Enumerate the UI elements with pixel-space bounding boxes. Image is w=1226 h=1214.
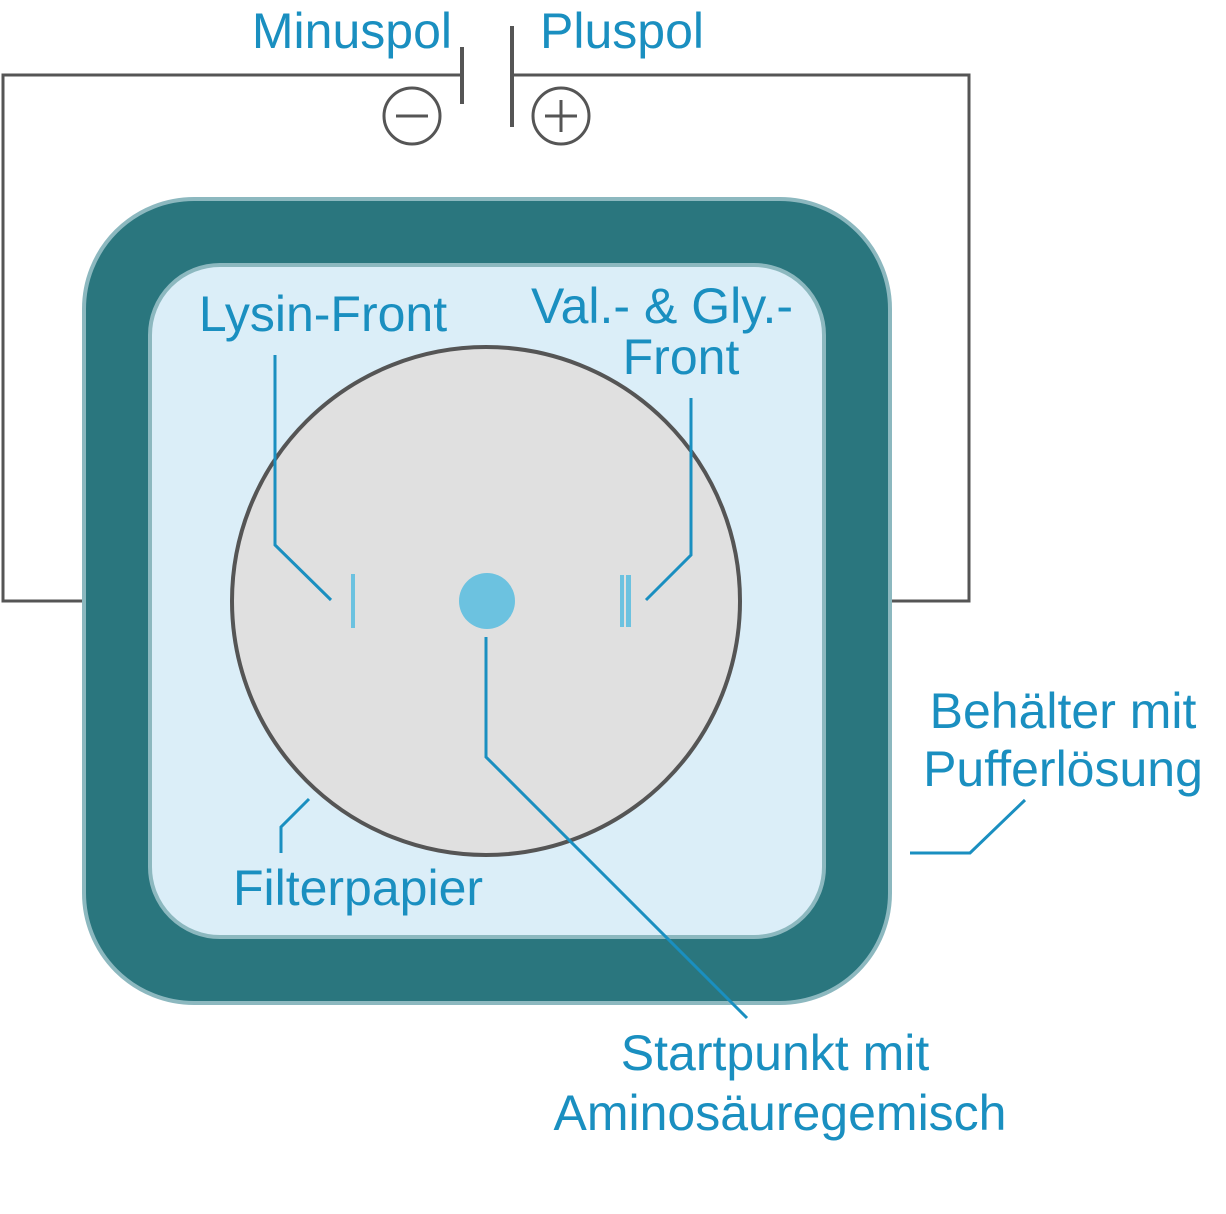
val-gly-front-label-line2: Front: [623, 329, 740, 385]
container-leader-line: [910, 798, 1027, 855]
container-label-line2: Pufferlösung: [923, 741, 1203, 797]
filter-leader-line: [279, 797, 311, 853]
lysine-leader-line: [273, 355, 333, 602]
filter-paper-label: Filterpapier: [233, 860, 483, 916]
minus-pole-label: Minuspol: [252, 3, 452, 59]
plus-symbol-icon: +: [531, 86, 591, 146]
start-point-label-line2: Aminosäuregemisch: [554, 1085, 1007, 1141]
val-gly-band: [620, 575, 631, 627]
start-leader-line: [484, 637, 749, 1020]
sample-spot: [459, 573, 515, 629]
lysine-band: [351, 574, 355, 628]
plus-pole-label: Pluspol: [540, 3, 704, 59]
lysine-front-label: Lysin-Front: [199, 286, 447, 342]
minus-symbol-icon: −: [382, 86, 442, 146]
val-gly-front-label-line1: Val.- & Gly.-: [531, 278, 793, 334]
val-gly-leader-line: [644, 398, 693, 602]
start-point-label-line1: Startpunkt mit: [621, 1025, 930, 1081]
container-label-line1: Behälter mit: [930, 683, 1197, 739]
